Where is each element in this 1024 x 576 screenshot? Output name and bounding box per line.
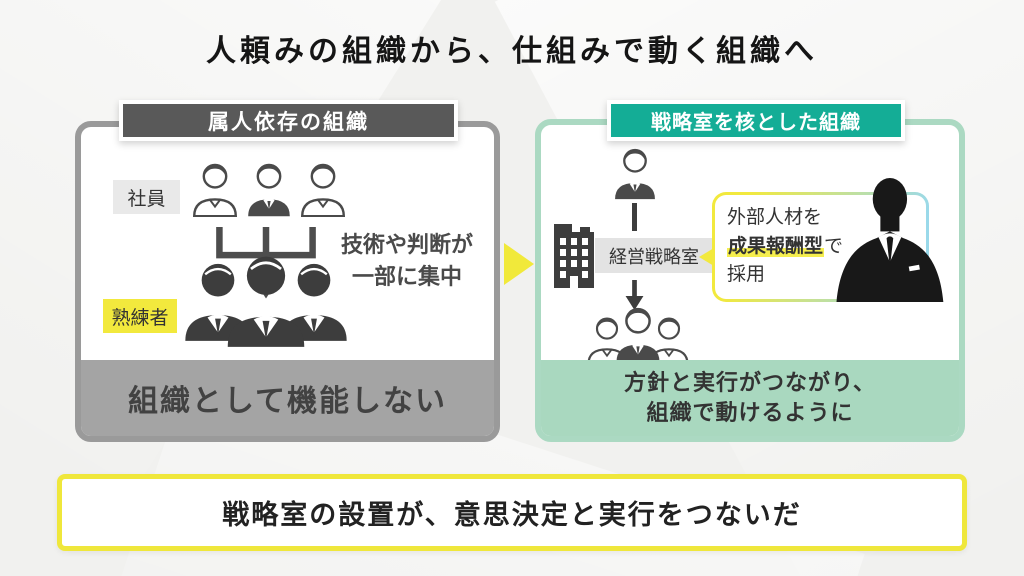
experts-group-icon: [183, 245, 349, 371]
person-icon: [299, 161, 347, 217]
person-icon: [191, 161, 239, 217]
team-icon: [585, 303, 695, 365]
experts-label: 熟練者: [103, 299, 177, 333]
employees-label: 社員: [113, 180, 180, 214]
building-icon: [550, 222, 598, 288]
right-panel-footer: 方針と実行がつながり、 組織で動けるように: [541, 360, 959, 436]
conclusion-banner: 戦略室の設置が、意思決定と実行をつないだ: [57, 474, 967, 551]
bubble-highlight: 成果報酬型: [727, 235, 825, 257]
person-icon: [245, 161, 293, 217]
note-line1: 技術や判断が: [340, 232, 473, 257]
expert-person-icon: [225, 251, 307, 347]
left-panel-footer: 組織として機能しない: [81, 360, 494, 436]
executive-icon: [612, 146, 658, 200]
right-footer-line2: 組織で動けるように: [646, 400, 854, 425]
slide-title: 人頼みの組織から、仕組みで動く組織へ: [206, 35, 818, 68]
left-panel: 社員 技術や判断が 一部に集中 熟練者 組織として機能しない: [75, 121, 500, 442]
strategy-office-label: 経営戦略室: [595, 238, 713, 273]
connector-line: [632, 203, 637, 231]
left-panel-header: 属人依存の組織: [119, 100, 458, 141]
businessman-silhouette-icon: [829, 178, 947, 302]
right-panel-header: 戦略室を核とした組織: [607, 100, 905, 141]
person-icon: [613, 305, 663, 363]
note-line2: 一部に集中: [351, 263, 462, 289]
right-arrow-icon: [504, 243, 534, 285]
right-footer-line1: 方針と実行がつながり、: [623, 370, 877, 396]
concentration-note: 技術や判断が 一部に集中: [321, 229, 493, 293]
speech-bubble-tail: [699, 248, 714, 266]
right-panel: 経営戦略室 外部人材を 成果報酬型で 採用 方針と実行がつながり、 組織で動ける…: [535, 119, 965, 442]
conclusion-text: 戦略室の設置が、意思決定と実行をつないだ: [222, 500, 802, 530]
employees-row: [191, 161, 347, 217]
left-footer-text: 組織として機能しない: [127, 385, 448, 418]
